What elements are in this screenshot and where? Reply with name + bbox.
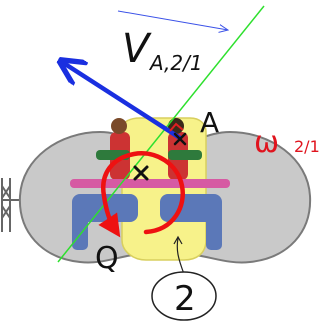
tower-structure bbox=[1, 178, 22, 232]
part-leader-line bbox=[176, 237, 185, 275]
velocity-subscript: A,2/1 bbox=[148, 51, 203, 75]
radius-line bbox=[57, 5, 265, 263]
rider-left-shin bbox=[72, 208, 88, 250]
point-q-marker bbox=[133, 165, 149, 181]
velocity-vector bbox=[62, 62, 183, 141]
part-number-circle bbox=[151, 271, 217, 321]
direction-hint-arrow bbox=[117, 10, 228, 30]
point-a-marker bbox=[173, 132, 187, 146]
right-angle-marker bbox=[169, 122, 184, 132]
rider-left-head bbox=[111, 118, 127, 134]
omega-subscript: 2/1 bbox=[294, 137, 320, 156]
point-q-label: Q bbox=[95, 241, 119, 276]
point-a-label: A bbox=[200, 106, 219, 139]
rider-right-arm bbox=[168, 150, 202, 160]
part-number-label: 2 bbox=[174, 279, 196, 319]
rider-right-shin bbox=[206, 208, 222, 250]
lap-bar bbox=[70, 179, 230, 188]
omega-label: ω bbox=[254, 125, 279, 160]
seat bbox=[121, 117, 207, 261]
velocity-label: V bbox=[122, 26, 152, 72]
rotation-arrow bbox=[98, 151, 185, 238]
